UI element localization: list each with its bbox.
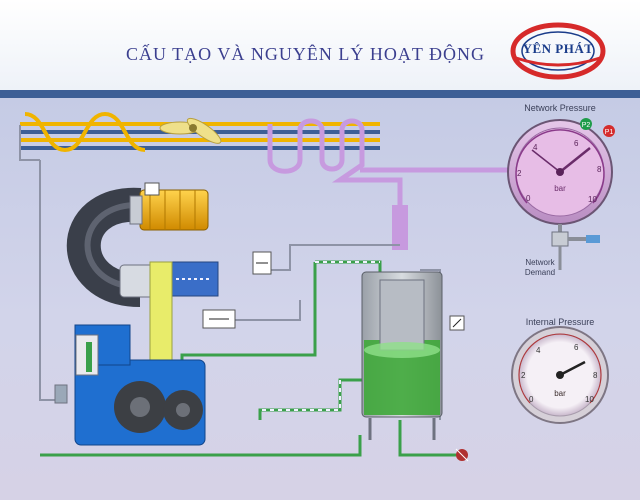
drive-motor <box>129 189 209 231</box>
solenoid-valve-top <box>252 251 272 275</box>
p2-indicator: P2 <box>580 118 592 130</box>
network-tick-4: 4 <box>533 143 538 152</box>
internal-pressure-label: Internal Pressure <box>526 317 595 327</box>
oil-filter <box>54 334 99 404</box>
network-pressure-gauge: bar 0 2 4 6 8 10 <box>507 119 613 225</box>
p1-indicator: P1 <box>603 125 615 137</box>
internal-gauge-unit: bar <box>554 389 566 398</box>
internal-tick-4: 4 <box>536 346 541 355</box>
compressor-schematic: Network Pressure bar 0 2 4 6 8 10 P2 P1 <box>19 103 615 462</box>
solenoid-valve-mid <box>202 309 236 329</box>
temperature-switch <box>144 182 160 196</box>
network-tick-0: 0 <box>526 194 531 203</box>
drain-valve-icon <box>455 448 469 462</box>
internal-tick-10: 10 <box>585 395 594 404</box>
network-tick-2: 2 <box>517 169 522 178</box>
oil-separator-tank <box>361 271 443 440</box>
logo-text: YÊN PHÁT <box>522 41 594 56</box>
cooling-fan-icon <box>159 117 222 144</box>
compressor-diagram: Network Pressure bar 0 2 4 6 8 10 P2 P1 <box>0 98 640 500</box>
network-demand-valve <box>551 224 600 270</box>
air-intake-hose <box>66 187 142 307</box>
company-logo: YÊN PHÁT <box>510 22 606 80</box>
network-demand-label-line1: Network <box>525 258 555 267</box>
internal-pressure-gauge: bar 0 2 4 6 8 10 <box>511 326 609 424</box>
control-lines <box>19 125 441 420</box>
p1-label: P1 <box>605 129 614 136</box>
oil-return-dashed <box>260 261 380 411</box>
internal-tick-2: 2 <box>521 371 526 380</box>
header-divider <box>0 90 640 98</box>
network-tick-6: 6 <box>574 139 579 148</box>
internal-tick-0: 0 <box>529 395 534 404</box>
network-pressure-label: Network Pressure <box>524 103 596 113</box>
screw-compressor <box>74 324 206 446</box>
network-tick-8: 8 <box>597 165 602 174</box>
discharge-line <box>267 118 520 250</box>
internal-tick-8: 8 <box>593 371 598 380</box>
p2-label: P2 <box>582 122 591 129</box>
internal-tick-6: 6 <box>574 343 579 352</box>
network-demand-label-line2: Demand <box>525 268 555 277</box>
page-title: CẤU TẠO VÀ NGUYÊN LÝ HOẠT ĐỘNG <box>126 44 485 64</box>
network-tick-10: 10 <box>588 195 597 204</box>
pressure-switch <box>449 315 465 331</box>
network-gauge-unit: bar <box>554 184 566 193</box>
